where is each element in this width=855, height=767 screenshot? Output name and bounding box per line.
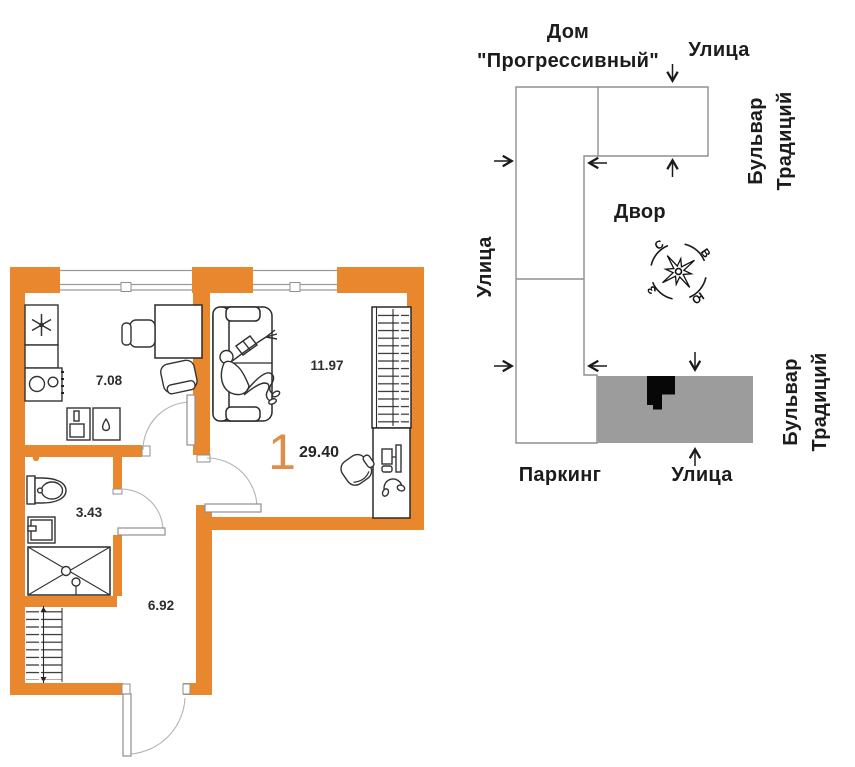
keyboard: [381, 465, 393, 473]
street-label-top: Улица: [688, 39, 750, 61]
bathroom-area-label: 3.43: [76, 505, 103, 520]
rooms-count-number: 1: [268, 424, 296, 480]
boulevard-top-line2: Традиций: [774, 91, 796, 190]
compass-rose: С В З Ю: [646, 238, 713, 306]
total-area-label: 29.40: [299, 444, 339, 461]
bathroom-door: [112, 488, 166, 536]
drop-icon: [101, 417, 111, 432]
floor-plan-drawing: 7.08 11.97 3.43 6.92 1 29.40: [10, 267, 424, 757]
fridge: [24, 304, 59, 346]
wardrobe: [371, 306, 412, 429]
desk: [372, 427, 411, 519]
floor-plan: 7.08 11.97 3.43 6.92 1 29.40: [0, 255, 430, 767]
hallway-area-label: 6.92: [148, 598, 174, 613]
street-label-left: Улица: [474, 236, 496, 298]
compass-east: В: [698, 247, 713, 261]
kitchen-window: [60, 267, 192, 293]
site-plan: С В З Ю Дом "Прогрессивный" Улица Улица …: [430, 0, 855, 500]
bathroom-sink: [27, 516, 56, 544]
dining-table: [154, 304, 203, 359]
snowflake-icon: [31, 314, 52, 336]
dining-chair-2: [160, 359, 198, 395]
kitchen-cabinet: [92, 407, 121, 441]
living-area-label: 11.97: [310, 358, 343, 373]
site-plan-drawing: С В З Ю Дом "Прогрессивный" Улица Улица …: [474, 21, 831, 486]
stove: [24, 367, 64, 402]
compass-west: З: [646, 283, 660, 296]
monitor: [395, 444, 402, 473]
boulevard-bottom-line2: Традиций: [809, 352, 831, 451]
pc-tower: [381, 448, 393, 465]
hallway-closet: [26, 606, 63, 683]
living-window: [253, 267, 337, 293]
shower-tray: [27, 546, 111, 596]
kitchen-sink: [66, 407, 91, 441]
parking-label: Паркинг: [519, 464, 602, 486]
direction-arrows: [494, 64, 695, 466]
headphones-icon: [381, 478, 406, 497]
kitchen-area-label: 7.08: [96, 373, 123, 388]
living-room-door: [196, 454, 262, 513]
courtyard-label: Двор: [614, 201, 666, 223]
building-name-line1: Дом: [547, 21, 589, 43]
entrance-door: [121, 683, 191, 757]
compass-north: С: [653, 238, 667, 253]
street-label-bottom: Улица: [671, 464, 733, 486]
plumbing-riser-dot: [32, 454, 40, 462]
apartment-location-marker: [647, 376, 675, 410]
sofa: [212, 306, 273, 422]
kitchen-counter: [24, 344, 59, 369]
dining-chair-1: [121, 319, 156, 348]
kitchen-door: [141, 394, 196, 457]
person-on-sofa: [219, 329, 281, 405]
toilet: [26, 475, 67, 505]
building-outline: [515, 86, 709, 444]
boulevard-bottom-line1: Бульвар: [780, 358, 802, 445]
office-chair: [340, 453, 375, 486]
compass-south: Ю: [689, 289, 706, 306]
building-name-line2: "Прогрессивный": [477, 50, 659, 72]
boulevard-top-line1: Бульвар: [745, 97, 767, 184]
